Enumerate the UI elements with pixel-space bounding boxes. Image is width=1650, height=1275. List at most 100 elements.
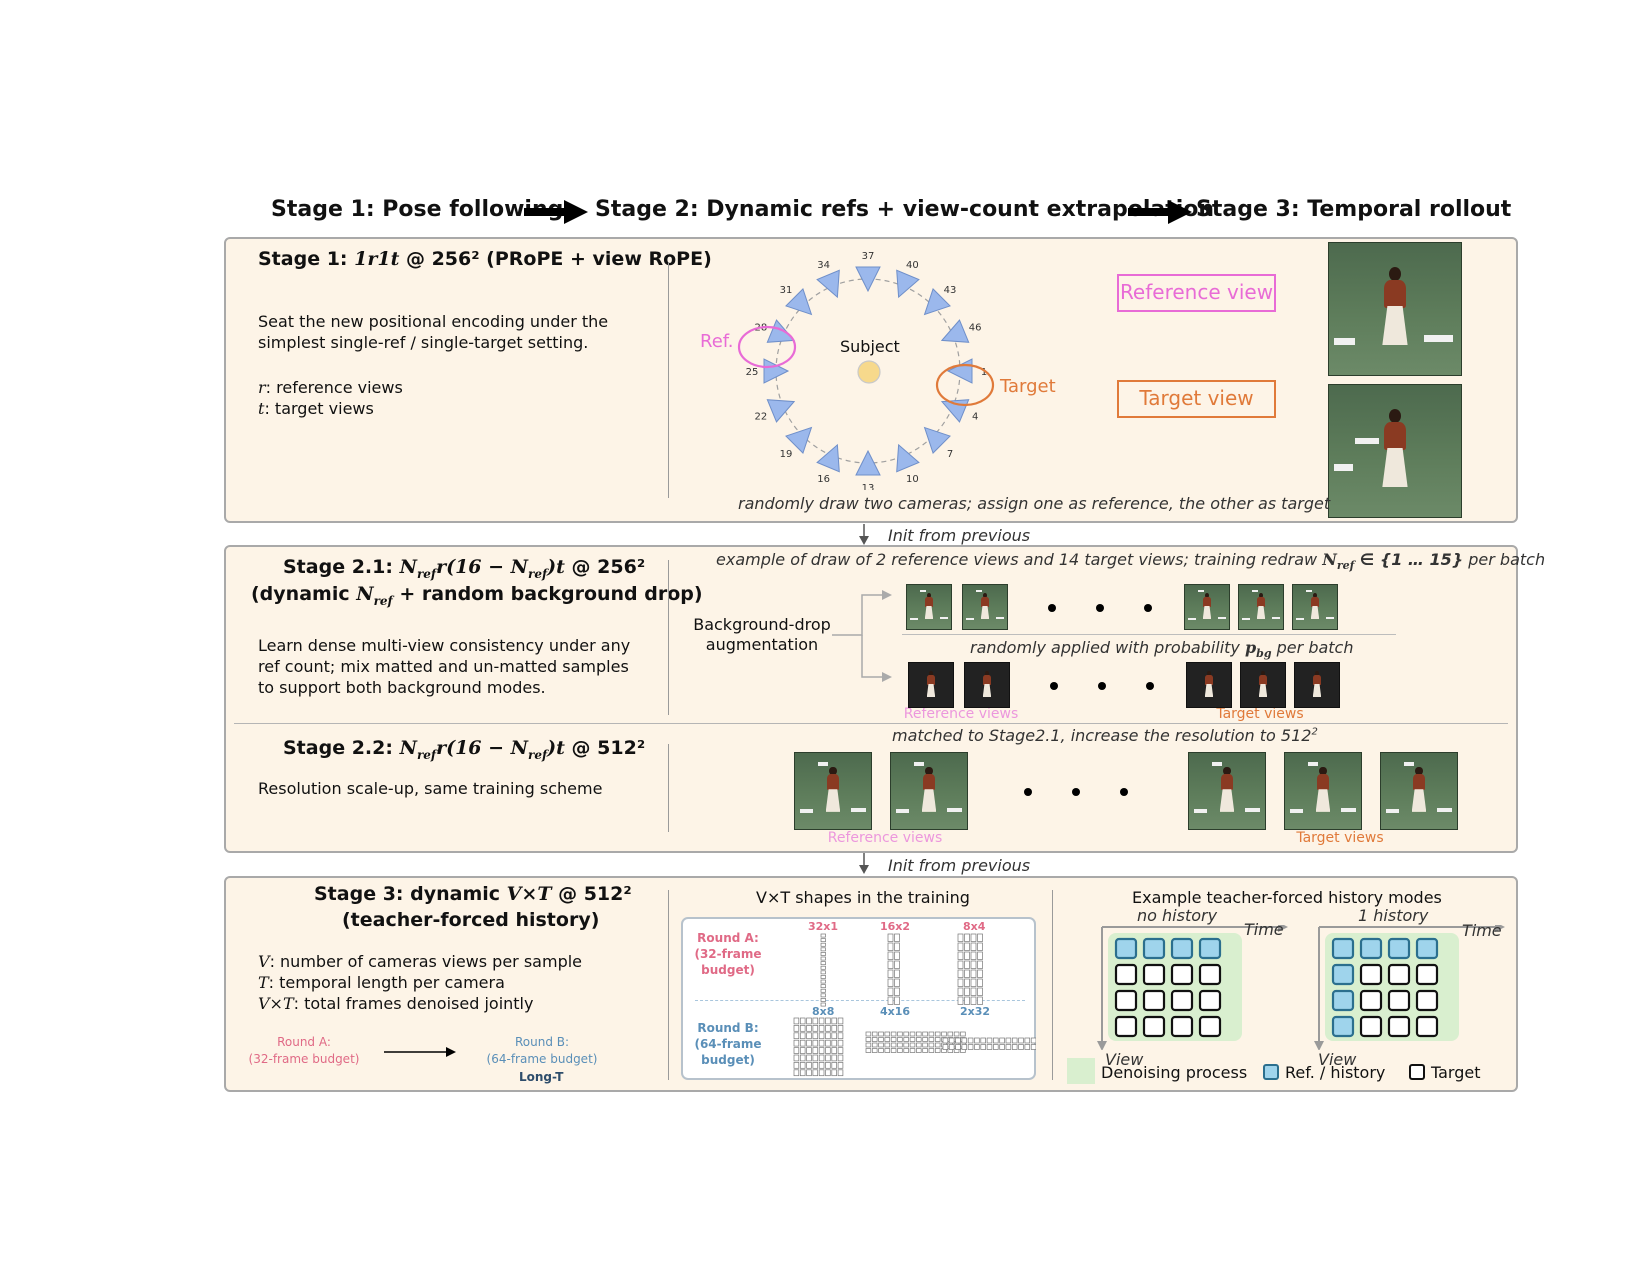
history-title: Example teacher-forced history modes [1132, 888, 1442, 907]
stage21-green-thumb-2 [1184, 584, 1230, 630]
init-arrow-2 [859, 853, 869, 874]
shape-grids [793, 933, 1036, 1077]
camera-label-4: 4 [972, 411, 978, 422]
target-highlight-ellipse [935, 363, 995, 407]
camera-7 [923, 426, 951, 454]
stage21-row1-ellipsis-dot-1 [1096, 604, 1104, 612]
target-view-box: Target view [1117, 380, 1276, 418]
round-a-label: Round A: (32-frame budget) [248, 1035, 360, 1066]
grid-8x4 [957, 933, 983, 1005]
subject-marker [857, 360, 881, 384]
stage22-ellipsis-dot-2 [1120, 788, 1128, 796]
camera-label-31: 31 [780, 285, 793, 296]
stage3-subtitle: (teacher-forced history) [342, 909, 600, 931]
bgdrop-branch-arrows [832, 590, 892, 682]
stage3-title: Stage 3: dynamic V×T @ 512² [314, 883, 632, 905]
legend-denoise-swatch [1067, 1058, 1095, 1084]
stage22-thumb-0 [794, 752, 872, 830]
header-stage1: Stage 1: Pose following [271, 197, 564, 222]
stage22-title: Stage 2.2: Nrefr(16 − Nref)t @ 512² [283, 737, 646, 762]
stage22-description: Resolution scale-up, same training schem… [258, 779, 603, 798]
grid-2x32 [942, 1037, 1036, 1050]
camera-31 [785, 288, 813, 316]
stage21-row1-ellipsis-dot-2 [1144, 604, 1152, 612]
stage1-definitions: r: reference views t: target views [258, 378, 403, 418]
camera-label-22: 22 [754, 411, 767, 422]
no-history-grid [1097, 925, 1288, 1050]
history-grids [1097, 925, 1505, 1050]
shape-a-1: 16x2 [880, 920, 911, 933]
stage21-row1-ellipsis-dot-0 [1048, 604, 1056, 612]
stage21-caption: example of draw of 2 reference views and… [716, 550, 1546, 573]
shape-a-2: 8x4 [963, 920, 986, 933]
camera-label-34: 34 [817, 260, 830, 271]
init-label-2: Init from previous [888, 856, 1031, 875]
round-a-to-b-arrow [384, 1047, 456, 1057]
ref-highlight-ellipse [737, 325, 797, 369]
stage22-separator [668, 744, 669, 832]
stage21-dark-thumb-1 [964, 662, 1010, 708]
stage3-definitions: V: number of cameras views per sample T:… [258, 952, 583, 1013]
camera-label-10: 10 [906, 474, 919, 485]
camera-43 [923, 288, 951, 316]
stage3-separator-1 [668, 890, 669, 1080]
shape-b-0: 8x8 [812, 1005, 835, 1018]
time-label-2: Time [1462, 921, 1502, 940]
one-history-grid [1314, 925, 1505, 1050]
stage21-green-thumb-0 [906, 584, 952, 630]
camera-19 [785, 426, 813, 454]
stage22-caption: matched to Stage2.1, increase the resolu… [892, 726, 1318, 745]
shape-b-2: 2x32 [960, 1005, 991, 1018]
shape-a-0: 32x1 [808, 920, 839, 933]
stage21-target-views-label: Target views [1216, 706, 1304, 722]
stage21-row-divider [902, 634, 1396, 635]
shapes-title: V×T shapes in the training [756, 888, 970, 907]
time-label-1: Time [1244, 920, 1284, 939]
stage21-green-thumb-1 [962, 584, 1008, 630]
header-arrow-1 [524, 200, 588, 224]
stage21-green-thumb-4 [1292, 584, 1338, 630]
bgdrop-label: Background-drop augmentation [693, 615, 831, 654]
camera-label-46: 46 [969, 323, 982, 334]
camera-13 [855, 449, 881, 476]
stage1-title: Stage 1: 1r1t @ 256² (PRoPE + view RoPE) [258, 248, 712, 270]
stage22-thumb-1 [890, 752, 968, 830]
header-arrow-2 [1128, 200, 1192, 224]
grid-8x8 [793, 1017, 844, 1077]
stage1-description: Seat the new positional encoding under t… [258, 312, 609, 352]
stage21-dark-thumb-4 [1294, 662, 1340, 708]
legend-ref-swatch [1263, 1064, 1279, 1080]
stage22-thumb-2 [1188, 752, 1266, 830]
shapes-box [681, 917, 1036, 1080]
shape-b-1: 4x16 [880, 1005, 911, 1018]
long-t-label: Long-T [519, 1070, 564, 1084]
stage21-row2-ellipsis-dot-2 [1146, 682, 1154, 690]
init-label-1: Init from previous [888, 526, 1031, 545]
stage21-prob-caption: randomly applied with probability pbg pe… [970, 638, 1354, 661]
stage22-target-views-label: Target views [1296, 830, 1384, 846]
grid-16x2 [887, 933, 900, 1005]
camera-22 [766, 399, 796, 423]
camera-label-40: 40 [906, 260, 919, 271]
grid-32x1 [820, 933, 826, 1007]
reference-view-photo [1328, 242, 1462, 376]
stage1-separator [668, 262, 669, 498]
stage1-caption: randomly draw two cameras; assign one as… [738, 494, 1331, 513]
camera-label-13: 13 [862, 483, 875, 490]
target-label: Target [1000, 376, 1056, 397]
stage22-thumb-4 [1380, 752, 1458, 830]
stage21-row2-ellipsis-dot-0 [1050, 682, 1058, 690]
camera-46 [940, 319, 970, 343]
camera-label-7: 7 [947, 449, 953, 460]
camera-40 [896, 269, 920, 299]
stage21-green-thumb-3 [1238, 584, 1284, 630]
stage21-separator [668, 560, 669, 715]
stage22-thumb-3 [1284, 752, 1362, 830]
camera-label-37: 37 [862, 251, 875, 262]
stage21-dark-thumb-0 [908, 662, 954, 708]
round-b-label: Round B: (64-frame budget) [486, 1035, 598, 1066]
stage21-description: Learn dense multi-view consistency under… [258, 636, 631, 697]
